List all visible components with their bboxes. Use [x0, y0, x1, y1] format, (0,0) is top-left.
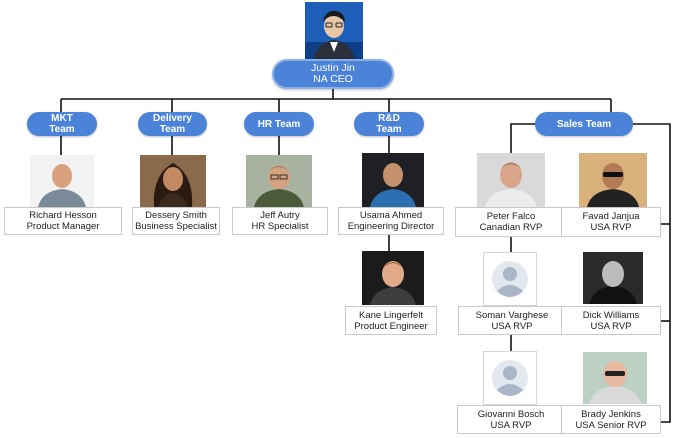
kane-title: Product Engineer — [354, 320, 428, 332]
favad-name: Favad Janjua — [582, 211, 640, 222]
dessery-title: Business Specialist — [135, 221, 217, 232]
rnd-team-pill[interactable]: R&D Team — [354, 112, 424, 136]
ceo-name: Justin Jin — [311, 62, 355, 74]
mkt-team-label-2: Team — [49, 124, 75, 135]
ceo-photo — [305, 2, 363, 60]
delivery-team-pill[interactable]: Delivery Team — [138, 112, 207, 136]
dick-card[interactable]: Dick Williams USA RVP — [561, 306, 661, 335]
brady-card[interactable]: Brady Jenkins USA Senior RVP — [561, 405, 661, 434]
delivery-team-label-1: Delivery — [153, 113, 192, 124]
jeff-title: HR Specialist — [251, 221, 309, 232]
giovanni-avatar-placeholder — [483, 351, 537, 405]
dick-name: Dick Williams — [582, 309, 640, 321]
kane-photo — [362, 251, 424, 305]
soman-title: USA RVP — [491, 320, 533, 332]
rnd-team-label-2: Team — [376, 124, 402, 135]
sales-right-bus-line — [633, 123, 671, 423]
brady-name: Brady Jenkins — [581, 408, 641, 420]
rnd-team-label-1: R&D — [378, 113, 400, 124]
dick-photo — [583, 252, 643, 304]
ceo-title: NA CEO — [313, 73, 353, 85]
giovanni-name: Giovanni Bosch — [477, 408, 545, 420]
sales-team-label: Sales Team — [556, 118, 612, 130]
richard-name: Richard Hesson — [29, 210, 97, 221]
kane-name: Kane Lingerfelt — [359, 309, 423, 321]
dessery-name: Dessery Smith — [145, 210, 207, 221]
peter-card[interactable]: Peter Falco Canadian RVP — [455, 207, 567, 237]
brady-photo — [583, 352, 647, 404]
jeff-card[interactable]: Jeff Autry HR Specialist — [232, 207, 328, 235]
richard-title: Product Manager — [26, 221, 100, 232]
soman-card[interactable]: Soman Varghese USA RVP — [458, 306, 566, 335]
giovanni-card[interactable]: Giovanni Bosch USA RVP — [457, 405, 565, 434]
hr-team-pill[interactable]: HR Team — [244, 112, 314, 136]
soman-name: Soman Varghese — [475, 309, 549, 321]
dessery-card[interactable]: Dessery Smith Business Specialist — [132, 207, 220, 235]
kane-card[interactable]: Kane Lingerfelt Product Engineer — [345, 306, 437, 335]
mkt-team-label-1: MKT — [51, 113, 73, 124]
favad-photo — [579, 153, 647, 207]
usama-name: Usama Ahmed — [359, 210, 423, 221]
favad-card[interactable]: Favad Janjua USA RVP — [561, 207, 661, 237]
jeff-name: Jeff Autry — [260, 210, 300, 221]
delivery-team-label-2: Team — [159, 124, 186, 135]
brady-title: USA Senior RVP — [575, 419, 647, 431]
usama-card[interactable]: Usama Ahmed Engineering Director — [338, 207, 444, 235]
giovanni-title: USA RVP — [490, 419, 532, 431]
dessery-photo — [140, 155, 206, 207]
mkt-team-pill[interactable]: MKT Team — [27, 112, 97, 136]
usama-title: Engineering Director — [347, 221, 435, 232]
hr-team-label: HR Team — [257, 118, 301, 130]
soman-avatar-placeholder — [483, 252, 537, 306]
richard-photo — [30, 155, 94, 207]
sales-team-pill[interactable]: Sales Team — [535, 112, 633, 136]
peter-photo — [477, 153, 545, 207]
sales-to-peter-line — [510, 123, 535, 153]
favad-title: USA RVP — [590, 222, 632, 233]
peter-title: Canadian RVP — [479, 222, 543, 233]
jeff-photo — [246, 155, 312, 207]
richard-card[interactable]: Richard Hesson Product Manager — [4, 207, 122, 235]
peter-name: Peter Falco — [486, 211, 536, 222]
dick-title: USA RVP — [590, 320, 632, 332]
ceo-box[interactable]: Justin Jin NA CEO — [272, 59, 394, 89]
usama-photo — [362, 153, 424, 207]
